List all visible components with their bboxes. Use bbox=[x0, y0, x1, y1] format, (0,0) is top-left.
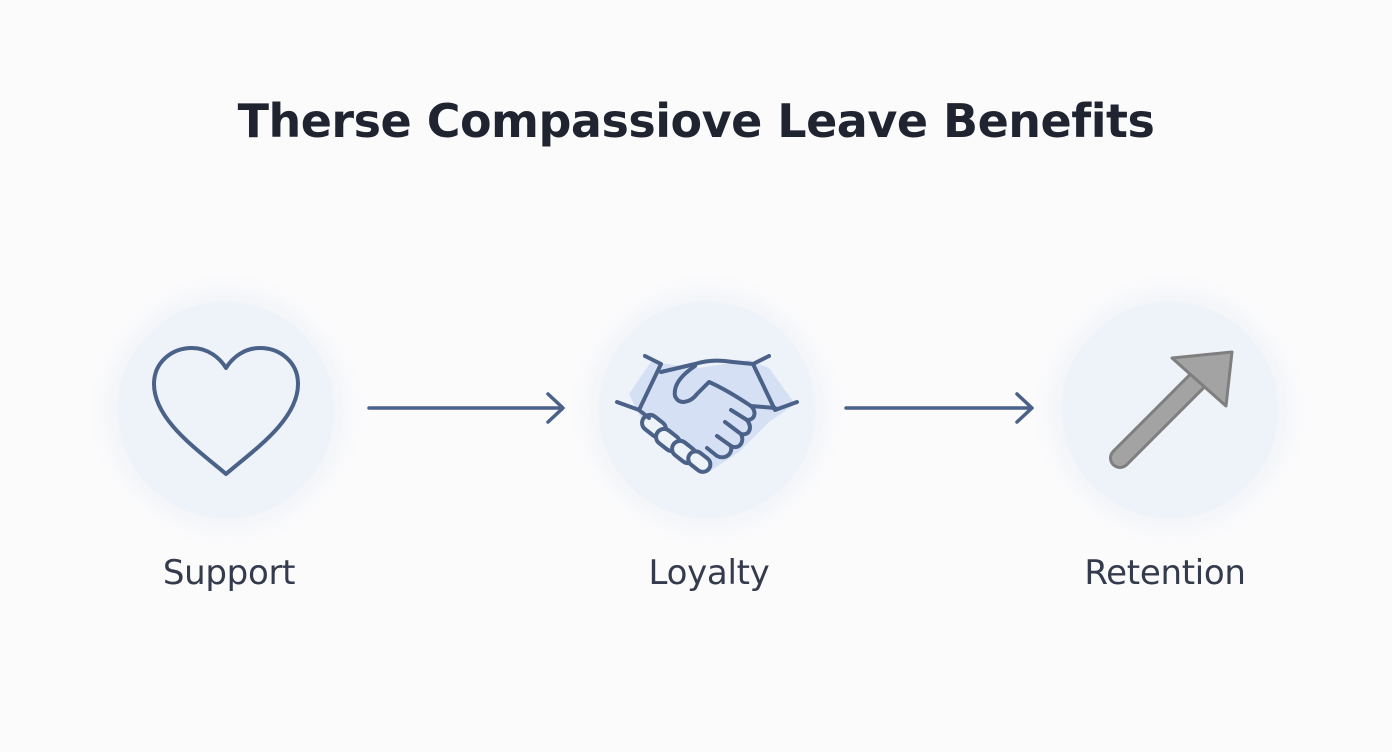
flow-arrow-icon bbox=[367, 392, 565, 424]
loyalty-label: Loyalty bbox=[648, 553, 770, 593]
support-label: Support bbox=[162, 553, 296, 593]
loyalty-circle bbox=[599, 302, 815, 518]
heart-icon bbox=[152, 346, 300, 476]
retention-circle bbox=[1062, 302, 1278, 518]
support-circle bbox=[118, 302, 334, 518]
handshake-icon bbox=[615, 354, 799, 474]
retention-label: Retention bbox=[1084, 553, 1246, 593]
diagram-title: Therse Compassiove Leave Benefits bbox=[237, 94, 1155, 148]
flow-arrow-icon bbox=[844, 392, 1034, 424]
arrow-up-right-icon bbox=[1109, 350, 1234, 469]
